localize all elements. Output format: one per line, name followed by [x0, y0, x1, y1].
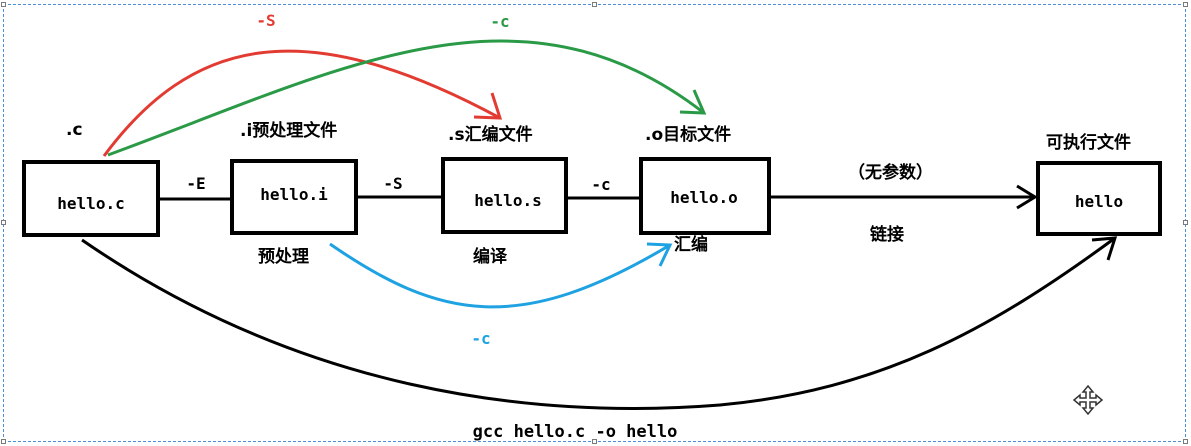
- stage-label-no-params: （无参数）: [848, 162, 933, 183]
- flag-label-E: -E: [186, 174, 205, 193]
- arc-green-c-to-o: [107, 39, 707, 157]
- file-label-i: .i预处理文件: [240, 120, 337, 141]
- box-label-hello-s: hello.s: [474, 191, 541, 210]
- box-hello-o: [639, 157, 771, 235]
- file-label-s: .s汇编文件: [448, 124, 533, 145]
- file-label-c: .c: [66, 120, 83, 140]
- box-label-hello-exe: hello: [1075, 192, 1123, 211]
- stage-label-assemble: 汇编: [674, 234, 708, 255]
- resize-handle-bottom-left[interactable]: [1, 439, 6, 444]
- box-hello-exe: [1036, 161, 1162, 236]
- arc-blue-i-to-o: [329, 242, 673, 309]
- link-arrow: [770, 184, 1038, 210]
- box-hello-c: [22, 160, 160, 237]
- box-label-hello-c: hello.c: [57, 194, 124, 213]
- flag-label-c: -c: [591, 175, 610, 194]
- stage-label-link: 链接: [870, 224, 904, 245]
- file-label-exe: 可执行文件: [1046, 132, 1131, 153]
- box-label-hello-i: hello.i: [260, 185, 328, 204]
- resize-handle-middle-left[interactable]: [1, 220, 6, 225]
- arc-blue-label: -c: [471, 329, 490, 348]
- arc-red-c-to-s: [102, 49, 503, 157]
- command-text: gcc hello.c -o hello: [473, 422, 678, 442]
- box-hello-i: [230, 159, 358, 235]
- arc-green-label: -c: [490, 12, 509, 31]
- arc-red-label: -S: [256, 11, 275, 30]
- resize-handle-bottom-right[interactable]: [1183, 439, 1188, 444]
- flag-label-S: -S: [383, 174, 402, 193]
- resize-handle-middle-right[interactable]: [1183, 220, 1188, 225]
- move-cross-arrows-icon[interactable]: [1072, 384, 1104, 416]
- resize-handle-bottom-center[interactable]: [592, 439, 597, 444]
- arc-black-c-to-exe: [81, 236, 1118, 410]
- resize-handle-top-right[interactable]: [1183, 2, 1188, 7]
- stage-label-compile: 编译: [473, 246, 508, 267]
- resize-handle-top-left[interactable]: [1, 2, 6, 7]
- file-label-o: .o目标文件: [645, 124, 731, 145]
- box-hello-s: [441, 157, 568, 234]
- box-label-hello-o: hello.o: [670, 188, 737, 207]
- resize-handle-top-center[interactable]: [592, 2, 597, 7]
- stage-label-preprocess: 预处理: [258, 246, 309, 267]
